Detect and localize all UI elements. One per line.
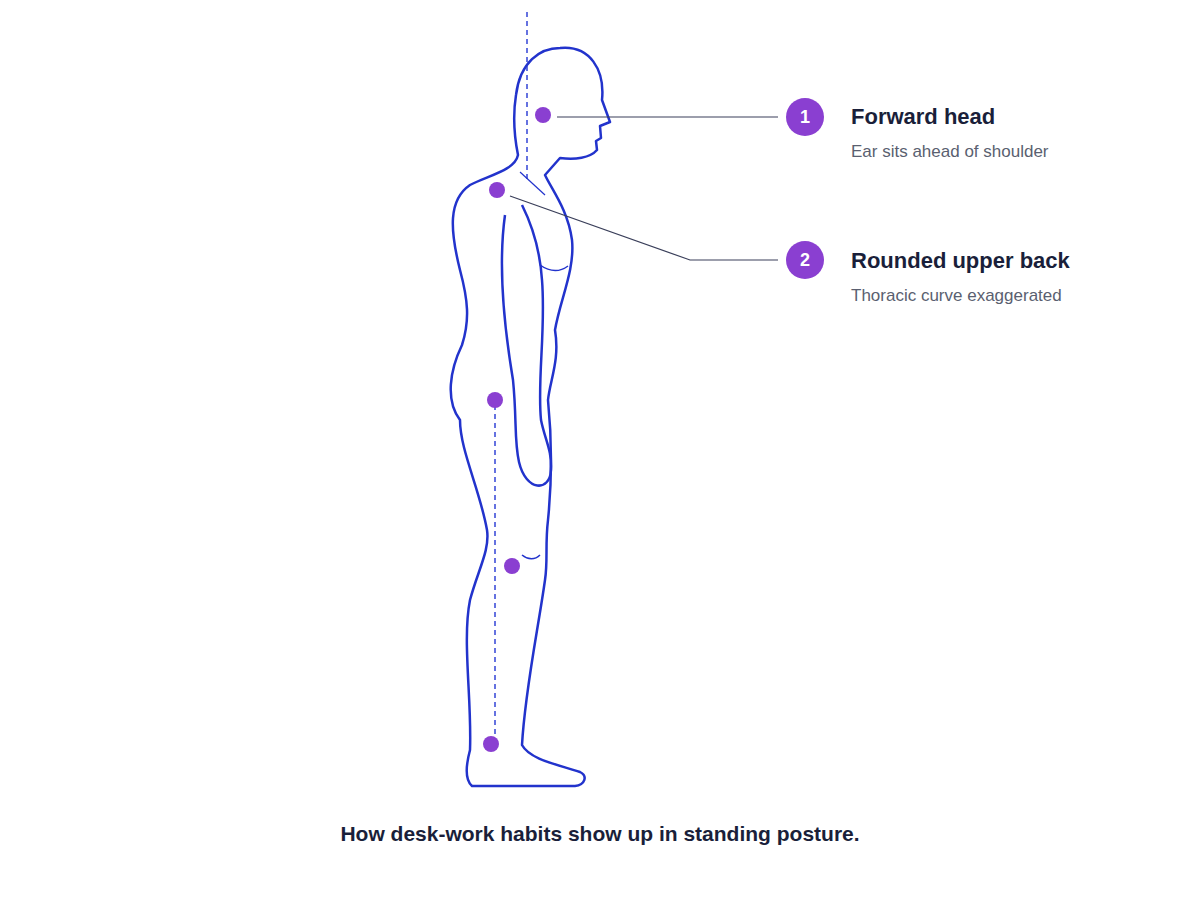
landmark-dot xyxy=(483,736,499,752)
callout-number: 1 xyxy=(800,108,810,126)
leader-line xyxy=(510,196,778,260)
callout-note: Thoracic curve exaggerated xyxy=(851,286,1062,306)
landmark-dot xyxy=(535,107,551,123)
plumb-line xyxy=(494,405,496,740)
body-outline xyxy=(451,48,610,786)
landmark-dot xyxy=(487,392,503,408)
callout-heading: Forward head xyxy=(851,104,995,130)
leader-line xyxy=(557,116,778,117)
callout-number: 2 xyxy=(800,251,810,269)
landmark-dot xyxy=(489,182,505,198)
arm-outline xyxy=(502,205,551,486)
plumb-line xyxy=(526,12,528,182)
figure-caption: How desk-work habits show up in standing… xyxy=(0,822,1200,846)
callout-heading: Rounded upper back xyxy=(851,248,1070,274)
landmark-dot xyxy=(504,558,520,574)
callout-circle: 2 xyxy=(786,241,824,279)
knee-line xyxy=(522,555,540,559)
chest-line xyxy=(540,265,568,270)
callout-circle: 1 xyxy=(786,98,824,136)
neck-line xyxy=(520,172,545,195)
callout-note: Ear sits ahead of shoulder xyxy=(851,142,1049,162)
